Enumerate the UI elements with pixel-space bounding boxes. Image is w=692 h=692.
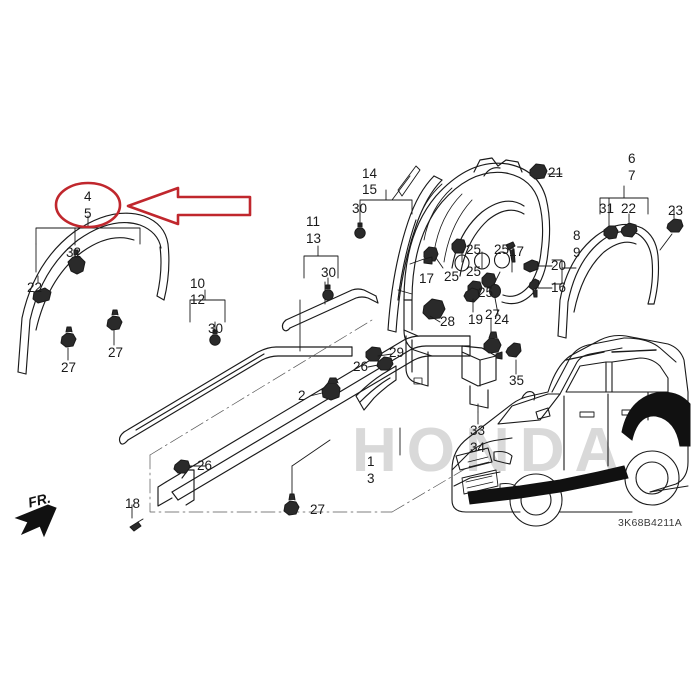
callout-25c: 25 [466,264,482,279]
callout-30b: 30 [321,265,337,280]
callout-30c: 30 [352,201,368,216]
part-number: 3K68B4211A [618,517,683,529]
callout-28: 28 [440,314,456,329]
callout-6: 6 [628,151,636,166]
callout-25d: 25 [444,269,460,284]
callout-26a: 26 [353,359,369,374]
callout-2: 2 [298,388,306,403]
callout-27d: 27 [310,502,326,517]
callout-1: 1 [367,454,375,469]
callout-20: 20 [551,258,567,273]
callout-7: 7 [628,168,636,183]
callout-32: 32 [66,245,82,260]
honda-watermark: HONDA [352,416,630,485]
callout-24: 24 [494,312,510,327]
callout-27c: 27 [485,307,501,322]
callout-27b: 27 [108,345,124,360]
callout-27a: 27 [61,360,77,375]
callout-35: 35 [509,373,525,388]
callout-4: 4 [84,189,92,204]
callout-31: 31 [599,201,615,216]
callout-18: 18 [125,496,141,511]
callout-25a: 25 [466,242,482,257]
callout-19: 19 [468,312,484,327]
callout-17a: 17 [509,244,525,259]
callout-15: 15 [362,182,378,197]
callout-33: 33 [470,423,486,438]
highlight-ellipse [54,181,122,229]
callout-11: 11 [306,214,321,229]
callout-16: 16 [551,280,567,295]
callout-12: 12 [190,292,206,307]
callout-29: 29 [389,345,405,360]
callout-26b: 26 [197,458,213,473]
callout-17b: 17 [419,271,435,286]
callout-25e: 25 [478,285,494,300]
callout-10: 10 [190,276,206,291]
callout-25b: 25 [494,242,510,257]
callout-22a: 22 [27,280,43,295]
callout-21: 21 [548,165,564,180]
callout-23: 23 [668,203,684,218]
callout-14: 14 [362,166,378,181]
callout-8: 8 [573,228,581,243]
callout-22b: 22 [621,201,637,216]
highlight-arrow [126,186,252,226]
callout-34: 34 [470,440,486,455]
callout-9: 9 [573,245,581,260]
callout-3: 3 [367,471,375,486]
callout-30a: 30 [208,321,224,336]
callout-5: 5 [84,206,92,221]
callout-13: 13 [306,231,322,246]
